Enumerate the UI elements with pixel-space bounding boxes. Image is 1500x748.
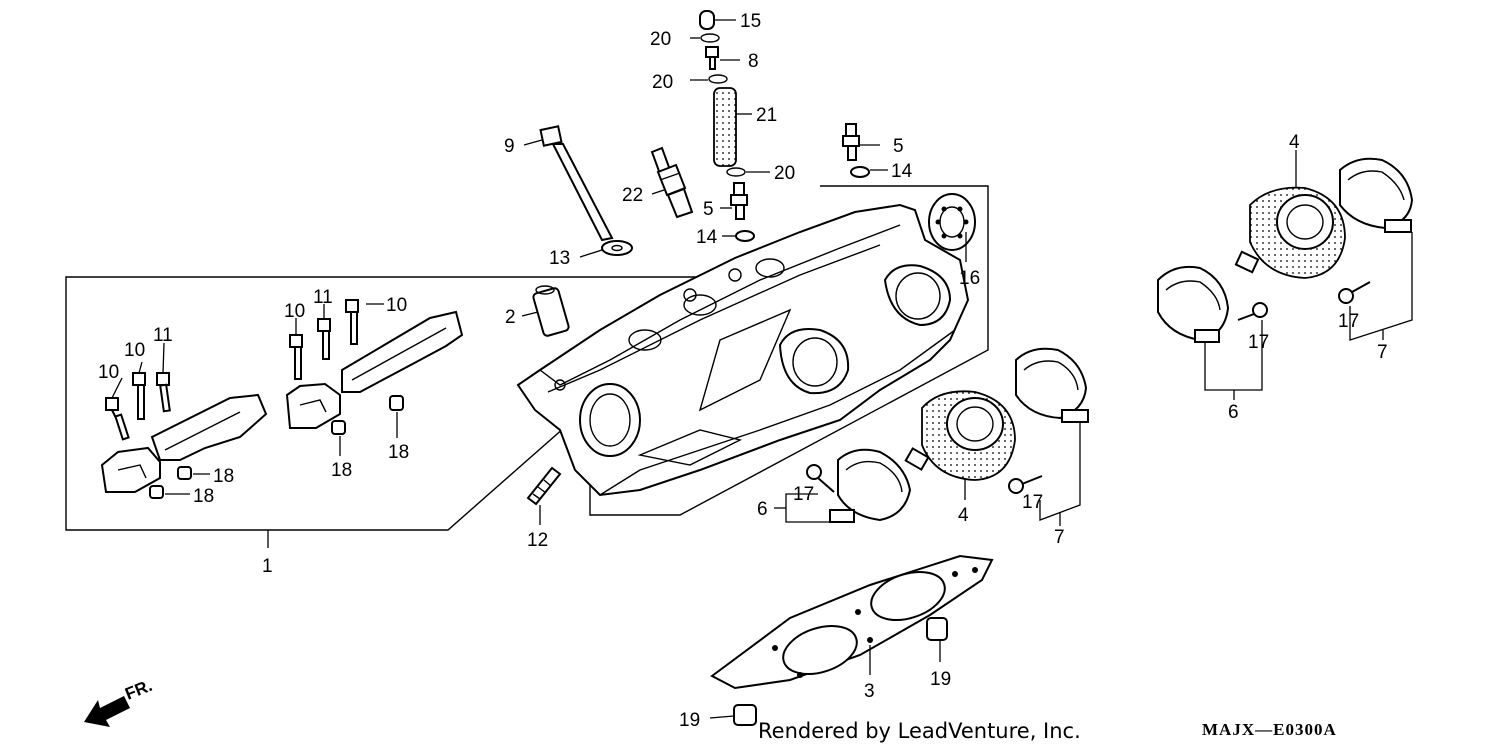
callout-5-mid: 5 <box>703 199 714 220</box>
tube-21 <box>713 87 737 167</box>
callout-11-a: 11 <box>153 325 173 346</box>
callout-10-a: 10 <box>98 362 119 383</box>
callout-18-b: 18 <box>193 486 214 507</box>
callout-11-b: 11 <box>313 287 333 308</box>
cap-15 <box>699 10 715 30</box>
callout-8: 8 <box>748 51 759 72</box>
callout-2: 2 <box>505 307 516 328</box>
joint-5-b <box>842 123 860 161</box>
callout-22: 22 <box>622 185 643 206</box>
callout-9: 9 <box>504 136 515 157</box>
callout-3: 3 <box>864 681 875 702</box>
credit-text: Rendered by LeadVenture, Inc. <box>758 719 1081 743</box>
callout-10-d: 10 <box>386 295 407 316</box>
dowel-18-c <box>331 420 346 435</box>
bolt-10-d <box>345 299 359 345</box>
assembly-16-frame <box>589 185 989 516</box>
bolt-11-b <box>317 318 331 360</box>
arrow-left-icon <box>84 696 130 727</box>
stud-12 <box>526 466 562 506</box>
callout-15: 15 <box>740 11 761 32</box>
callout-19-right: 19 <box>930 669 951 690</box>
callout-21: 21 <box>756 105 777 126</box>
cam-holder-2 <box>285 310 464 429</box>
dowel-19-a <box>926 617 948 641</box>
cylinder-head-gasket-3 <box>710 554 994 690</box>
callout-4-center: 4 <box>958 505 969 526</box>
callout-18-d: 18 <box>388 442 409 463</box>
washer-14-b <box>850 166 870 178</box>
bolt-10-b <box>132 372 146 420</box>
cylinder-head <box>516 203 970 497</box>
callout-18-a: 18 <box>213 466 234 487</box>
joint-8 <box>705 46 719 70</box>
callout-17-center-b: 17 <box>1022 492 1043 513</box>
clip-20-b <box>708 74 728 84</box>
callout-17-right-a: 17 <box>1248 332 1269 353</box>
bolt-10-a <box>105 397 130 441</box>
direction-label: FR. <box>122 676 155 704</box>
callout-13: 13 <box>549 248 570 269</box>
spark-plug-22 <box>650 146 694 219</box>
callout-20-b: 20 <box>652 72 673 93</box>
callout-10-b: 10 <box>124 340 145 361</box>
dowel-18-b <box>177 466 192 480</box>
dowel-18-d <box>389 395 404 411</box>
callout-20-c: 20 <box>774 163 795 184</box>
callout-7-center: 7 <box>1054 527 1065 548</box>
callout-14-mid: 14 <box>696 227 718 248</box>
band-7-right <box>1339 157 1414 233</box>
dowel-18-a <box>149 485 164 499</box>
insulator-4-center <box>904 390 1016 481</box>
band-7-center <box>1015 347 1089 423</box>
callout-20-a: 20 <box>650 29 671 50</box>
callout-17-right-b: 17 <box>1338 311 1359 332</box>
insulator-4-right <box>1234 186 1346 279</box>
callout-6-center: 6 <box>757 499 768 520</box>
diagram-code: MAJX—E0300A <box>1202 720 1337 739</box>
callout-7-right: 7 <box>1377 342 1388 363</box>
screw-17-c <box>1237 302 1268 321</box>
bolt-11-a <box>156 372 171 413</box>
callout-5-top: 5 <box>893 136 904 157</box>
screw-17-d <box>1338 281 1371 304</box>
oil-seal-16 <box>928 193 976 251</box>
washer-13 <box>601 240 633 256</box>
dowel-19-b <box>733 704 757 726</box>
bolt-10-c <box>289 334 303 380</box>
callout-4-right: 4 <box>1289 132 1300 153</box>
cam-holder-1 <box>100 393 268 493</box>
screw-17-a <box>806 464 835 493</box>
joint-5-a <box>730 182 748 220</box>
callout-12: 12 <box>527 530 548 551</box>
callout-6-right: 6 <box>1228 402 1239 423</box>
callout-16: 16 <box>959 268 980 289</box>
washer-14-a <box>735 230 755 242</box>
band-6-right <box>1157 265 1230 343</box>
front-direction-arrow: FR. <box>84 676 155 727</box>
leader-lines <box>111 19 1413 719</box>
clip-20-a <box>700 33 720 43</box>
callout-17-center-a: 17 <box>793 484 814 505</box>
callout-1: 1 <box>262 556 273 577</box>
screw-17-b <box>1008 475 1043 494</box>
callout-18-c: 18 <box>331 460 352 481</box>
callout-10-c: 10 <box>284 301 305 322</box>
dowel-pipe-2 <box>532 285 570 337</box>
callout-14-top: 14 <box>891 161 913 182</box>
stud-bolt-9 <box>539 125 614 242</box>
clip-20-c <box>726 167 746 177</box>
band-6-center <box>829 448 912 523</box>
callouts: 1 2 3 4 4 5 5 6 6 7 7 8 9 10 10 10 10 11… <box>98 11 1388 731</box>
callout-19-bottom: 19 <box>679 710 700 731</box>
